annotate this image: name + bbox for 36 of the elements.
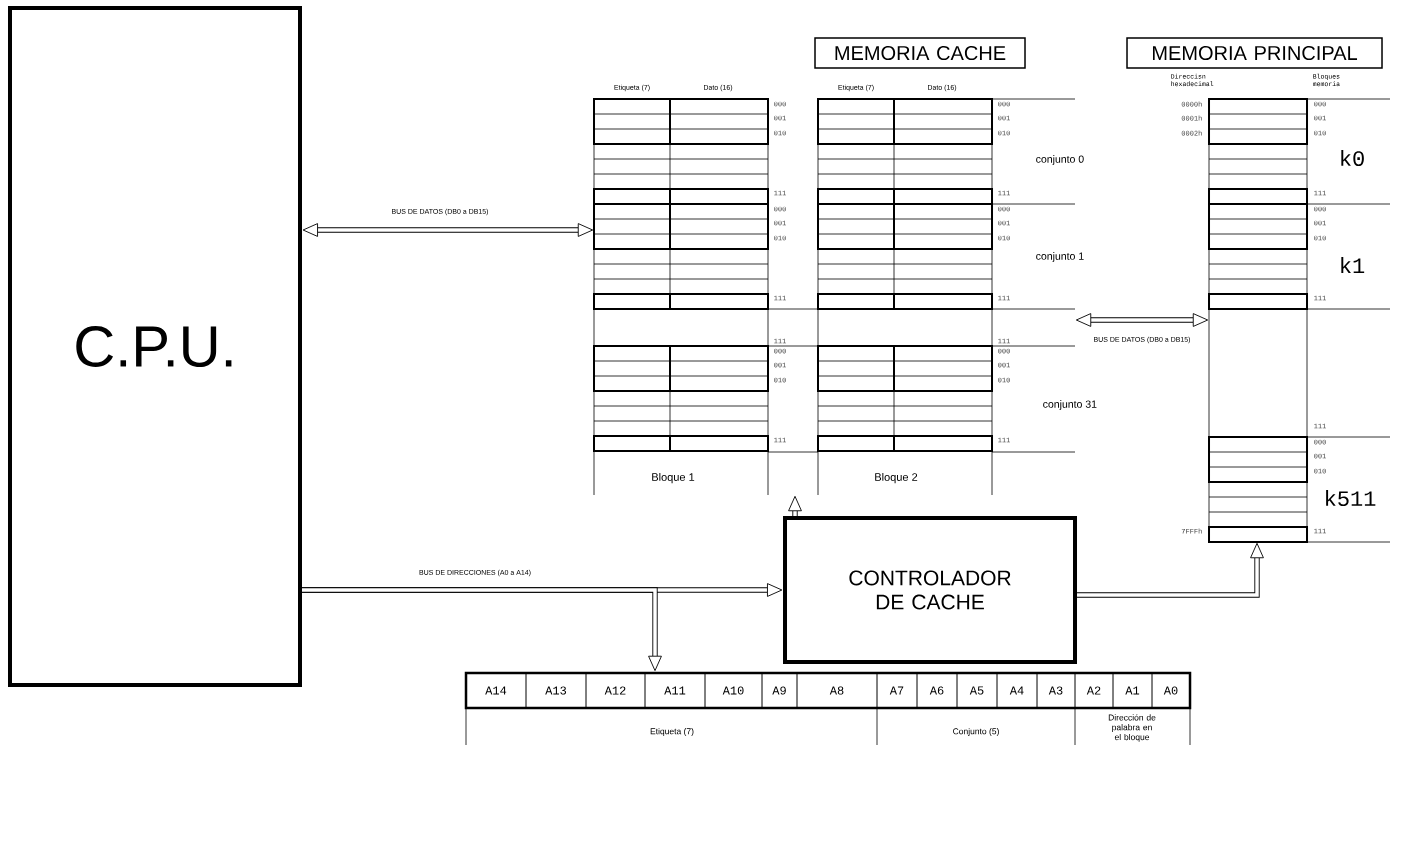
set-label: conjunto 1 <box>1036 252 1084 262</box>
register-cell: A4 <box>1009 686 1024 695</box>
set-label: conjunto 0 <box>1036 155 1084 165</box>
bus-arrow <box>788 495 802 516</box>
bus-arrow <box>1075 313 1209 327</box>
register-cell: A14 <box>485 686 507 695</box>
cpu-box: C.P.U. <box>8 6 302 687</box>
set-label: conjunto 31 <box>1043 400 1097 410</box>
register-cell: A8 <box>829 686 844 695</box>
field-label: Conjunto (5) <box>953 728 999 736</box>
memory-block-label: k511 <box>1326 489 1376 507</box>
register-cell: A10 <box>722 686 744 695</box>
memory-column-drawing <box>1208 98 1391 543</box>
register-cell: A5 <box>969 686 984 695</box>
bus-arrow <box>1077 542 1264 598</box>
title-box: MEMORIA PRINCIPAL <box>1126 37 1383 69</box>
field-label: Etiqueta (7) <box>650 728 694 736</box>
memory-block-label: k1 <box>1341 257 1365 273</box>
title-box: MEMORIA CACHE <box>814 37 1026 69</box>
register-cell: A0 <box>1163 686 1178 695</box>
register-cell: A7 <box>889 686 904 695</box>
address-register <box>464 671 1192 710</box>
bus-arrow <box>302 587 662 672</box>
register-cell: A2 <box>1086 686 1101 695</box>
block-label: Bloque 2 <box>875 472 918 484</box>
register-cell: A6 <box>929 686 944 695</box>
memory-block-label: k0 <box>1341 149 1364 167</box>
register-cell: A3 <box>1048 686 1063 695</box>
bus-arrow <box>302 223 594 237</box>
register-cell: A12 <box>604 686 626 695</box>
register-cell: A9 <box>772 686 786 695</box>
register-cell: A11 <box>664 686 686 695</box>
register-cell: A1 <box>1125 686 1140 695</box>
register-cell: A13 <box>545 686 567 695</box>
block-label: Bloque 1 <box>652 472 695 484</box>
controller-box: CONTROLADOR DE CACHE <box>783 516 1077 664</box>
